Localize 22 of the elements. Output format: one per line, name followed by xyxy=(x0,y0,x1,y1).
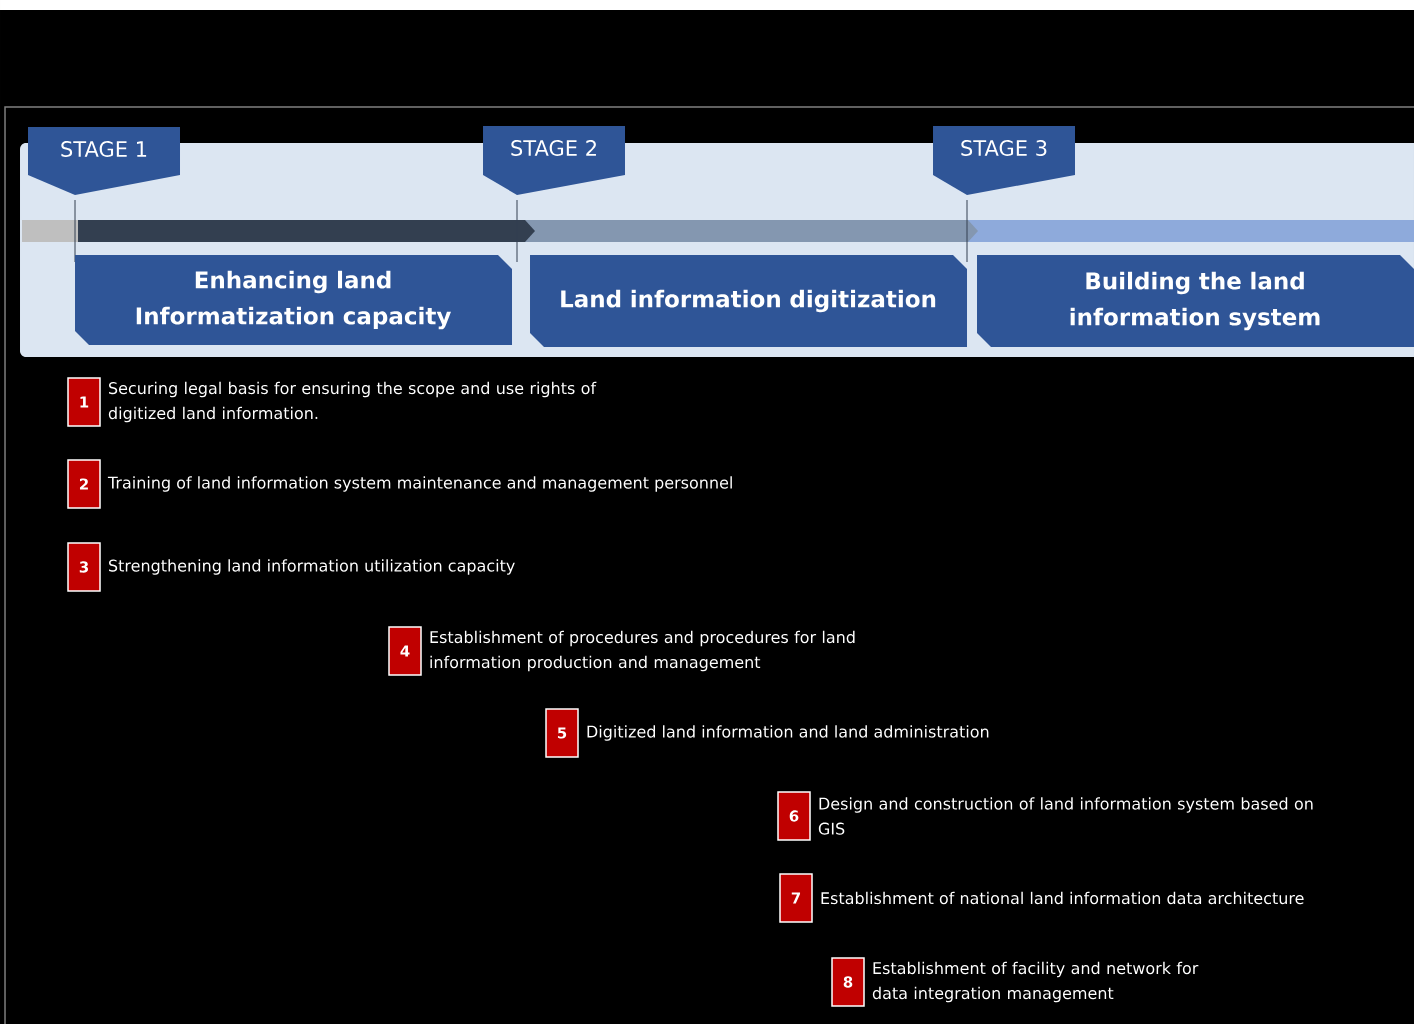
stage-box: Enhancing land Informatization capacity xyxy=(75,255,512,345)
item-text: Establishment of procedures and procedures for land information production and management xyxy=(430,630,855,672)
number-box: 6 xyxy=(777,791,811,841)
number-box: 8 xyxy=(831,957,865,1007)
item-text: Establishment of facility and network for data integration management xyxy=(872,961,1199,1003)
number-box: 4 xyxy=(388,626,422,676)
item-text: Training of land information system maintenance and management personnel xyxy=(107,476,732,492)
item-text: Strengthening land information utilization capacity xyxy=(109,559,515,575)
number-box: 7 xyxy=(779,873,813,923)
item-text: Securing legal basis for ensuring the scope and use rights of digitized land information. xyxy=(108,381,597,423)
stage-tag: STAGE 3 xyxy=(933,126,1075,195)
stage-tag: STAGE 1 xyxy=(28,127,180,195)
item-text: Establishment of national land information data architecture xyxy=(821,891,1304,905)
stage-box: Building the land information system xyxy=(977,255,1414,347)
stage-tag: STAGE 2 xyxy=(483,126,625,195)
number-box: 1 xyxy=(67,377,101,427)
item-text: Design and construction of land information system based on GIS xyxy=(818,797,1313,835)
number-box: 3 xyxy=(67,542,101,592)
number-box: 2 xyxy=(67,459,101,509)
item-text: Digitized land information and land administration xyxy=(587,725,989,741)
stage-box: Land information digitization xyxy=(530,255,967,347)
number-box: 5 xyxy=(545,708,579,758)
